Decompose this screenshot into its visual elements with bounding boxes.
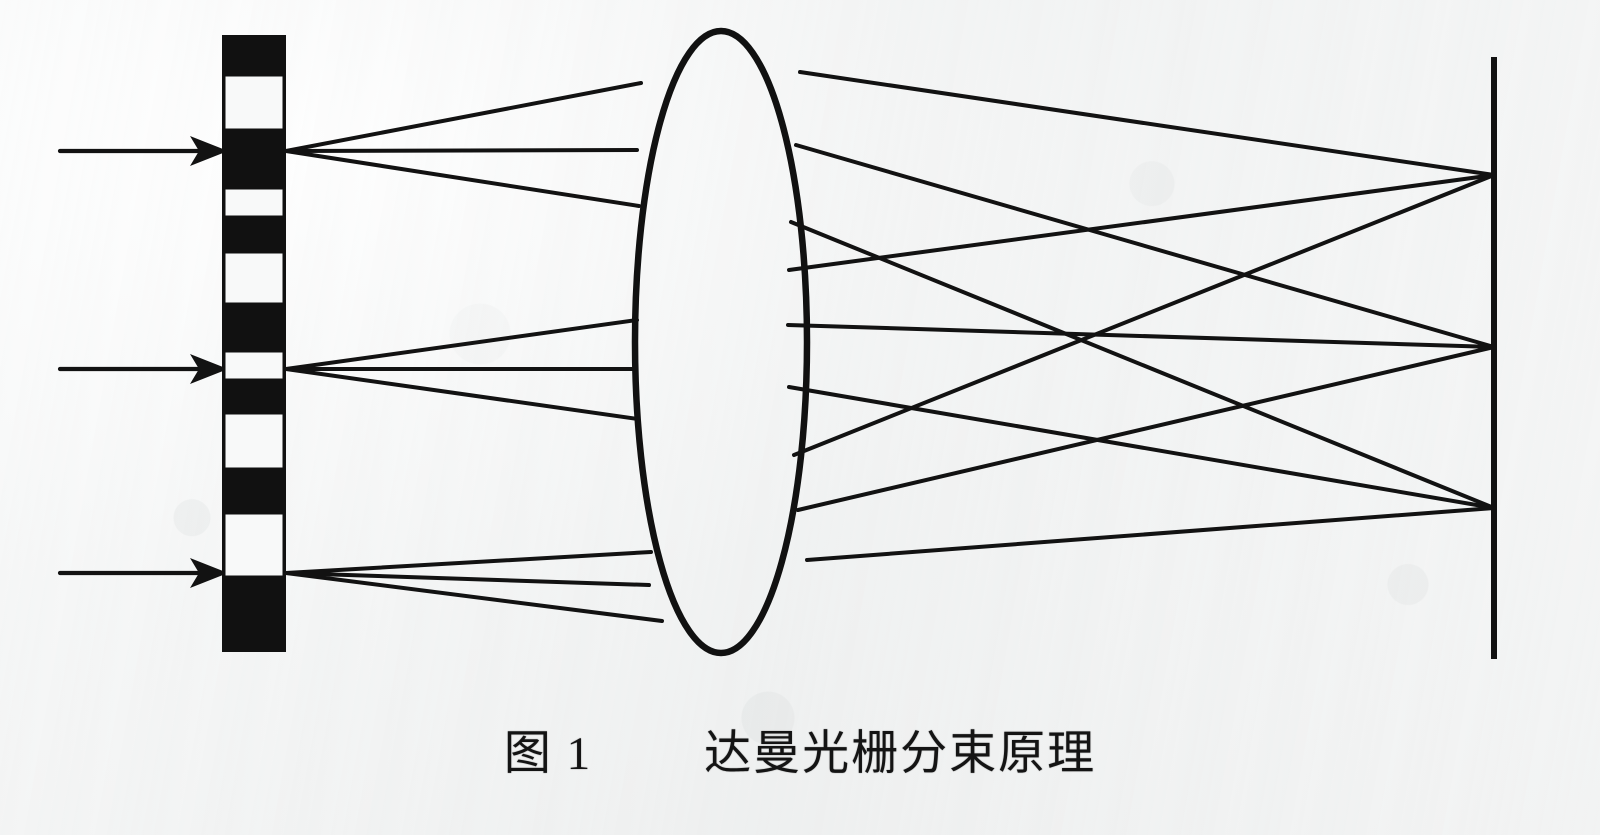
diffracted-rays-left [284, 81, 664, 623]
converging-rays-right [786, 70, 1496, 562]
ray-upper-minus1 [284, 149, 641, 208]
ray-lower-zero [284, 571, 651, 587]
ray-to-focus-mid-c [796, 345, 1496, 512]
converging-lens [631, 27, 811, 657]
incident-beam-arrow-3 [57, 558, 228, 588]
caption-title: 达曼光栅分束原理 [704, 728, 1097, 780]
ray-lower-plus1 [284, 550, 653, 575]
incident-beam-arrow-2 [57, 354, 228, 384]
ray-middle-plus1 [284, 318, 639, 371]
incident-beams-group [57, 136, 228, 588]
ray-to-focus-bot-c [805, 506, 1496, 562]
ray-to-focus-top-b [787, 173, 1496, 272]
dammann-grating [222, 35, 286, 652]
ray-upper-plus1 [284, 81, 643, 153]
ray-to-focus-mid-a [794, 143, 1496, 349]
ray-to-focus-mid-b [786, 323, 1496, 349]
grating-slot [225, 76, 283, 129]
ray-to-focus-top-a [798, 70, 1496, 177]
ray-lower-minus1 [284, 571, 664, 623]
grating-slot [225, 414, 283, 468]
ray-upper-zero [284, 148, 639, 153]
grating-slot [225, 189, 283, 216]
grating-slot [225, 352, 283, 379]
figure-caption: 图 1 达曼光栅分束原理 [0, 714, 1600, 783]
incident-beam-arrow-1 [57, 136, 228, 166]
caption-label: 图 1 [503, 728, 593, 780]
ray-to-focus-bot-b [787, 385, 1496, 510]
ray-to-focus-bot-a [789, 220, 1496, 510]
ray-middle-minus1 [284, 367, 640, 421]
grating-slot [225, 253, 283, 303]
grating-slot [225, 514, 283, 576]
